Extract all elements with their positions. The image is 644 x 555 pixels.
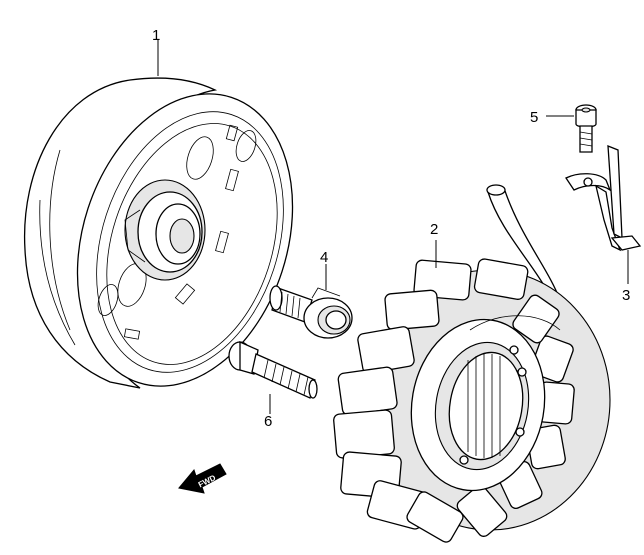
rotor-bolt[interactable] — [228, 340, 318, 399]
callout-4: 4 — [320, 249, 328, 266]
clamp-bolt[interactable] — [575, 104, 597, 153]
callout-2: 2 — [430, 221, 438, 238]
fwd-arrow-icon: FWD — [178, 463, 227, 494]
stator-coil[interactable] — [333, 184, 611, 544]
rotor-bolt-washer[interactable] — [269, 285, 353, 339]
flywheel-rotor[interactable] — [23, 66, 329, 414]
callout-3: 3 — [622, 287, 630, 304]
callout-6: 6 — [264, 413, 272, 430]
lead-wire-clamp[interactable] — [565, 145, 642, 252]
callout-1: 1 — [152, 27, 160, 44]
callout-5: 5 — [530, 109, 538, 126]
